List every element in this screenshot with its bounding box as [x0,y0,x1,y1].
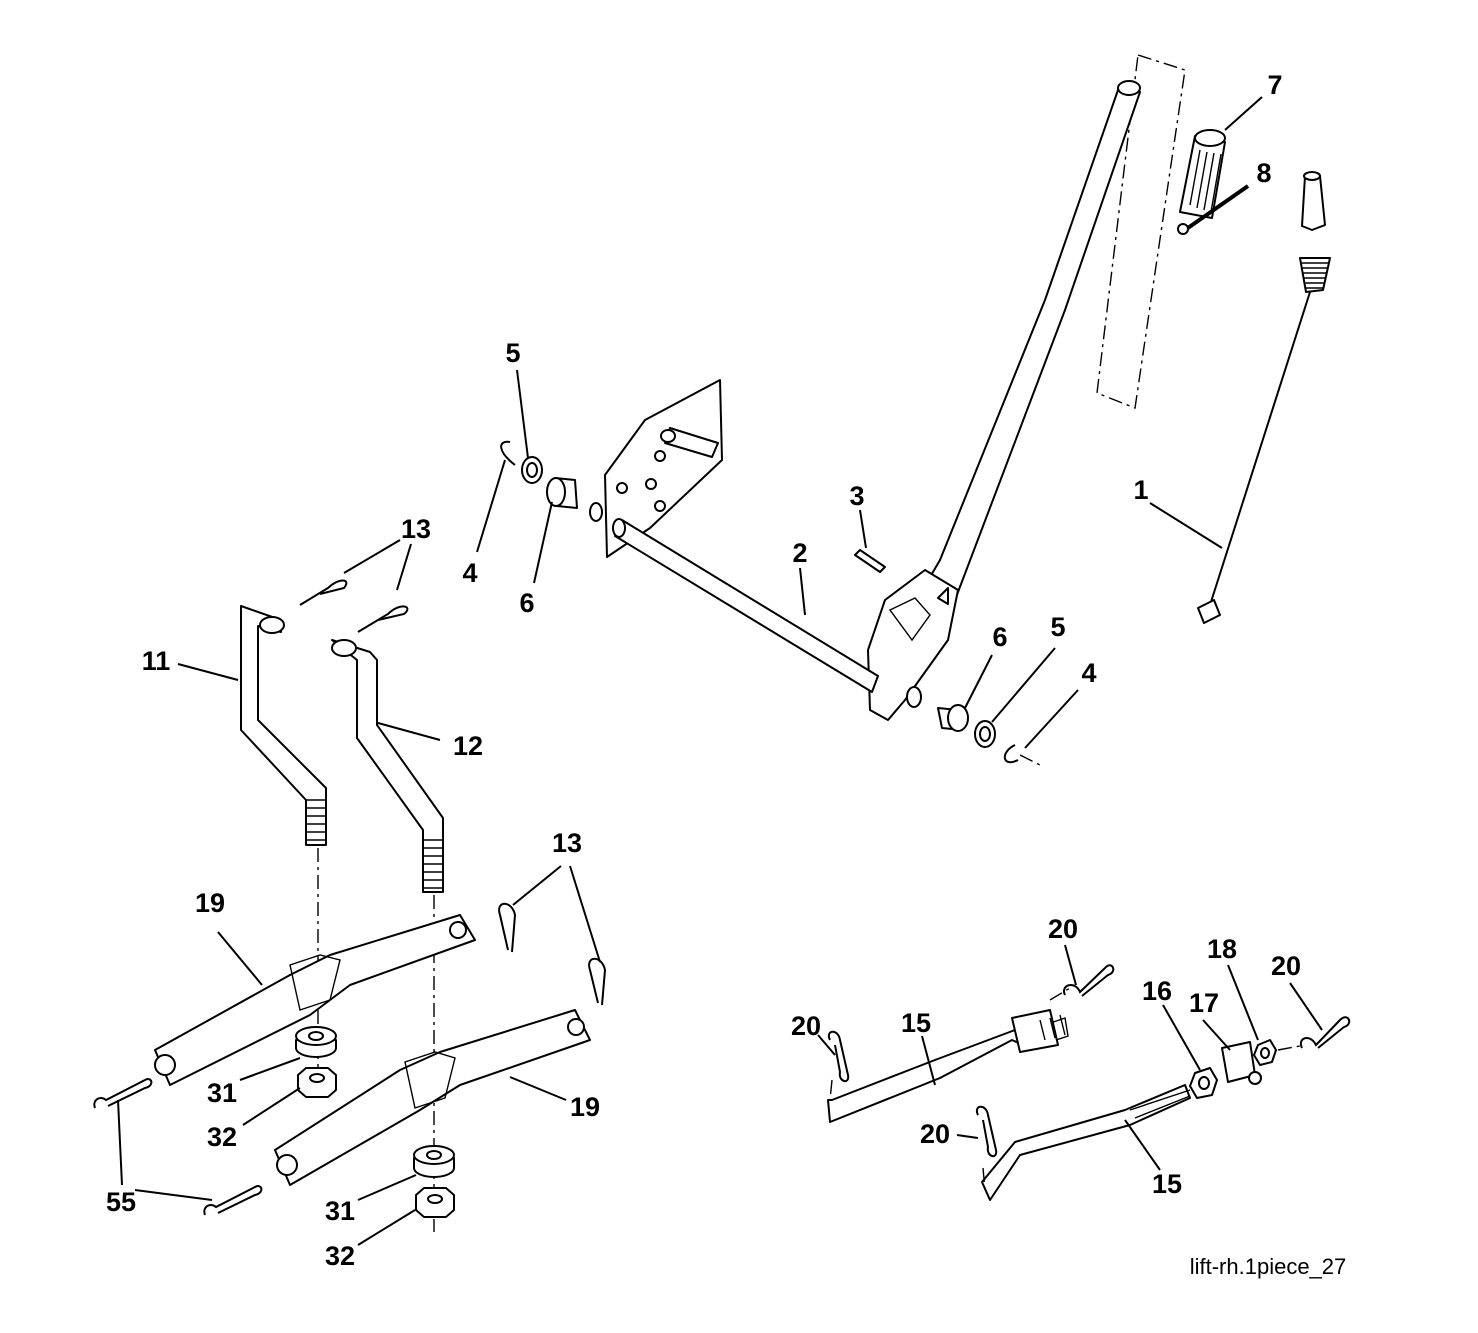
callout-18: 18 [1207,934,1237,964]
callout-19-lower: 19 [570,1092,600,1122]
callout-7: 7 [1267,70,1282,100]
hairpin-clip-upper-a [299,579,348,606]
callout-5-lower: 5 [1050,612,1065,642]
jam-nut [1189,1067,1218,1099]
callout-55: 55 [106,1187,136,1217]
grip [1179,129,1226,219]
nut-32-lower [415,1187,455,1218]
callout-15-lower: 15 [1152,1169,1182,1199]
lock-nut [1253,1039,1277,1066]
lift-handle-grip-outline [1096,54,1186,409]
callout-5-upper: 5 [505,338,520,368]
hairpin-clip-lower-a [498,902,517,953]
adjust-rod-lower [981,1084,1191,1201]
callout-13-upper: 13 [401,514,431,544]
callout-1: 1 [1133,475,1148,505]
callout-32-upper: 32 [207,1122,237,1152]
nut-32-upper [297,1067,337,1098]
callout-6-lower: 6 [992,622,1007,652]
washer-upper [521,456,543,484]
callout-19-upper: 19 [195,888,225,918]
hairpin-20-a [1063,964,1115,997]
e-clip-upper [500,440,516,466]
leader-lines [117,96,1323,1246]
grip-pin [1177,184,1250,235]
e-clip-lower [1003,744,1041,766]
bushing-upper [546,477,578,509]
callout-20-a: 20 [1048,914,1078,944]
lift-link-right [331,639,444,893]
hairpin-20-c [827,1030,850,1101]
callout-15-upper: 15 [901,1008,931,1038]
hairpin-clip-lower-b [588,957,607,1006]
callout-32-lower: 32 [325,1241,355,1271]
hairpin-55-b [203,1185,263,1216]
callout-8: 8 [1256,158,1271,188]
callout-20-b: 20 [1271,951,1301,981]
callout-31-lower: 31 [325,1196,355,1226]
washer-lower [974,720,996,748]
mounting-bracket [604,379,723,558]
callout-12: 12 [453,731,483,761]
callout-2: 2 [792,538,807,568]
roll-pin [854,549,886,573]
callout-6-upper: 6 [519,588,534,618]
callout-labels: 7 8 1 5 4 6 3 2 6 5 4 13 11 12 13 19 19 … [106,70,1301,1271]
callout-4-lower: 4 [1081,658,1096,688]
bushing-31-lower [413,1145,455,1178]
lift-link-left [240,605,327,846]
lift-arm-lower [274,1009,591,1186]
callout-20-c: 20 [791,1011,821,1041]
cross-shaft [589,502,922,708]
hairpin-55-a [93,1078,153,1109]
bushing-31-upper [295,1026,337,1058]
callout-13-lower: 13 [552,828,582,858]
bushing-lower [937,704,969,732]
callout-3: 3 [849,481,864,511]
trunnion-block [1221,1041,1262,1085]
callout-17: 17 [1189,988,1219,1018]
diagram-caption: lift-rh.1piece_27 [1190,1254,1347,1279]
lift-handle [867,80,1141,721]
hairpin-clip-upper-b [357,605,409,633]
callout-4-upper: 4 [462,558,477,588]
adjust-rod-upper [827,984,1076,1123]
lift-cable [1197,171,1331,624]
lift-arm-upper [154,914,476,1086]
callout-16: 16 [1142,976,1172,1006]
callout-31-upper: 31 [207,1078,237,1108]
hairpin-20-d [975,1105,998,1158]
callout-11: 11 [142,646,171,676]
callout-20-d: 20 [920,1119,950,1149]
hairpin-20-b [1277,1016,1351,1051]
